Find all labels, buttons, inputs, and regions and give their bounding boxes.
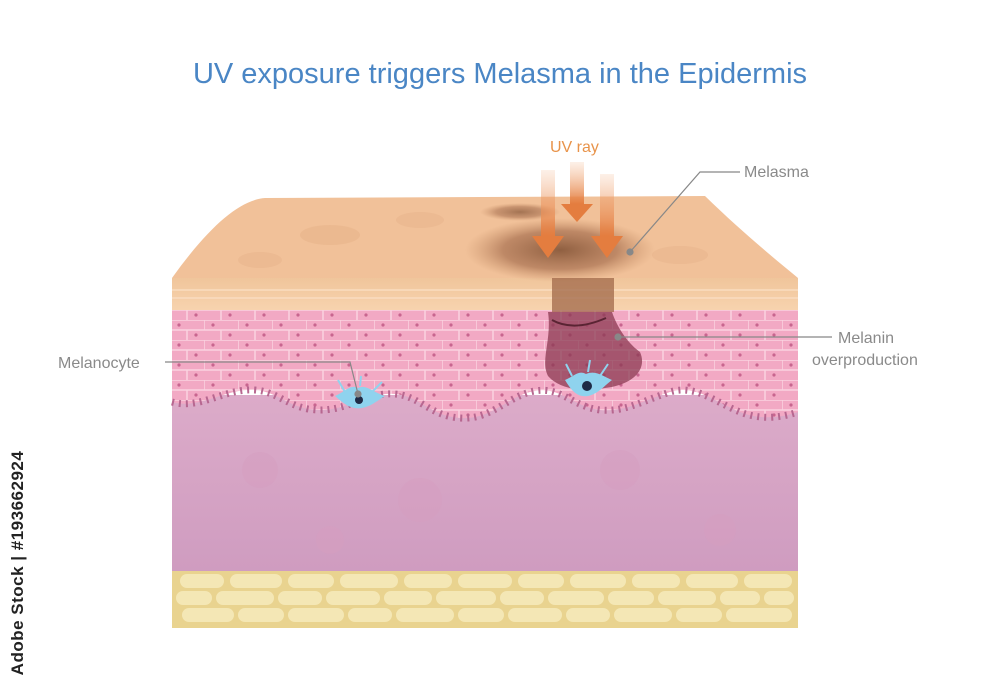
- melanin-label-line2: overproduction: [812, 351, 918, 370]
- dermis-layer: [172, 395, 798, 571]
- fat-layer: [172, 570, 798, 628]
- stock-watermark-text: Adobe Stock | #193662924: [8, 451, 28, 676]
- stock-watermark: Adobe Stock | #193662924: [6, 448, 30, 678]
- melanin-label-line1: Melanin: [838, 329, 894, 348]
- uv-ray-label: UV ray: [550, 139, 599, 157]
- melasma-label: Melasma: [744, 163, 809, 182]
- melanocyte-label: Melanocyte: [58, 354, 140, 373]
